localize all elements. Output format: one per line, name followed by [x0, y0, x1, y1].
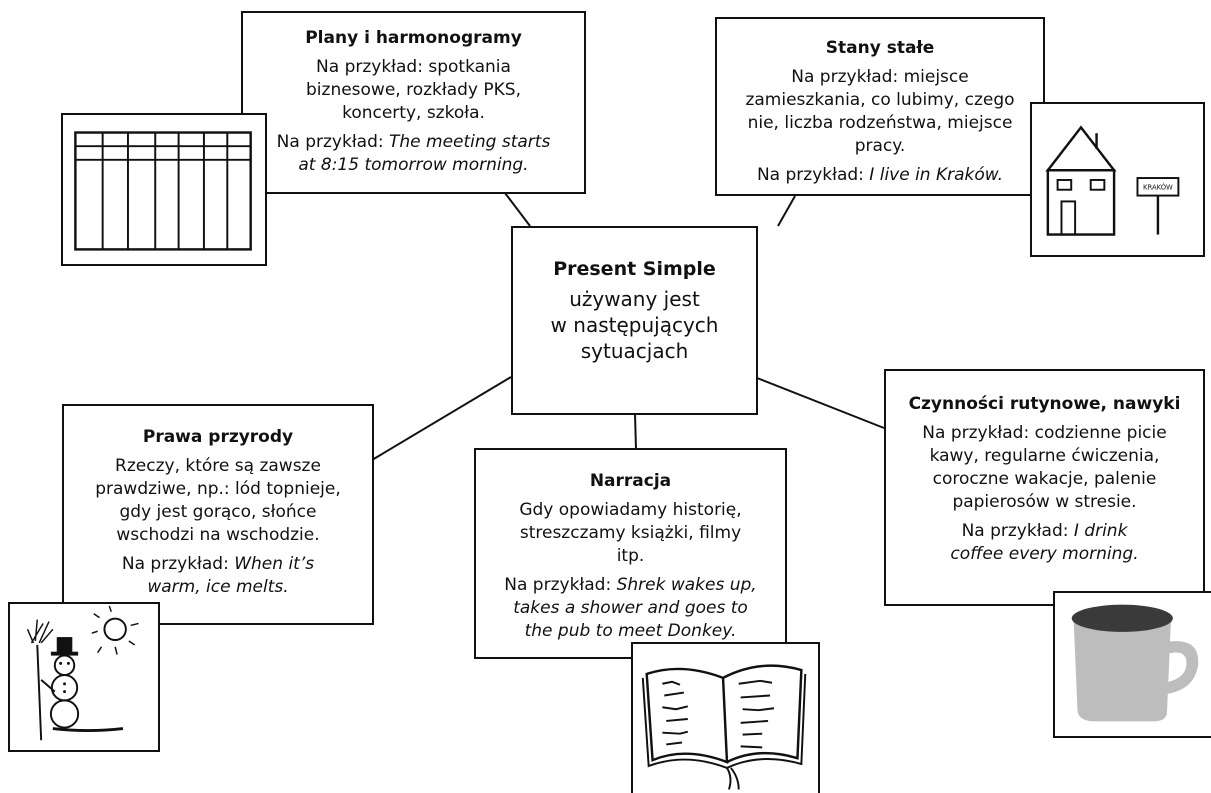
center-line-1: używany jest [569, 287, 700, 311]
narracja-body: Gdy opowiadamy historię, streszczamy ksi… [519, 500, 742, 566]
stany-title: Stany stałe [825, 38, 935, 58]
mug-icon [1071, 604, 1199, 722]
narracja-title: Narracja [589, 471, 672, 491]
plany-box: Plany i harmonogramy Na przykład: spotka… [241, 11, 586, 194]
stany-body: Na przykład: miejsce zamieszkania, co lu… [745, 67, 1015, 156]
prawa-body: Rzeczy, które są zawsze prawdziwe, np.: … [95, 456, 341, 545]
center-line-3: sytuacjach [580, 339, 689, 363]
plany-example: The meeting starts at 8:15 tomorrow morn… [298, 132, 551, 175]
snowman-icon [26, 605, 139, 741]
narracja-example-prefix: Na przykład: [504, 575, 617, 595]
connector-stany [777, 195, 796, 227]
center-box: Present Simple używany jest w następując… [511, 226, 758, 415]
czynnosci-example-prefix: Na przykład: [961, 521, 1074, 541]
prawa-title: Prawa przyrody [142, 427, 294, 447]
timetable-picture [61, 113, 267, 266]
narracja-box: Narracja Gdy opowiadamy historię, stresz… [474, 448, 787, 659]
book-icon [641, 664, 807, 790]
plany-title: Plany i harmonogramy [305, 28, 522, 48]
stany-example: I live in Kraków. [869, 165, 1004, 185]
house-icon: KRAKÓW [1045, 125, 1180, 236]
connector-narracja [634, 413, 637, 450]
snowman-picture [8, 602, 160, 752]
timetable-icon [74, 131, 252, 251]
center-title: Present Simple [553, 258, 716, 280]
stany-box: Stany stałe Na przykład: miejsce zamiesz… [715, 17, 1045, 196]
plany-example-prefix: Na przykład: [276, 132, 389, 152]
center-line-2: w następujących [550, 313, 719, 337]
house-picture: KRAKÓW [1030, 102, 1205, 257]
plany-example-line: Na przykład: The meeting starts at 8:15 … [249, 131, 578, 177]
czynnosci-body: Na przykład: codzienne picie kawy, regul… [922, 423, 1167, 512]
connector-prawa [371, 376, 512, 461]
czynnosci-title: Czynności rutynowe, nawyki [908, 394, 1181, 414]
connector-plany [504, 192, 531, 227]
stany-example-line: Na przykład: I live in Kraków. [723, 164, 1037, 187]
mug-picture [1053, 591, 1211, 738]
czynnosci-box: Czynności rutynowe, nawyki Na przykład: … [884, 369, 1205, 606]
narracja-example-line: Na przykład: Shrek wakes up, takes a sho… [482, 574, 779, 643]
czynnosci-example: I drink coffee every morning. [950, 521, 1139, 564]
prawa-example: When it’s warm, ice melts. [147, 554, 315, 597]
czynnosci-example-line: Na przykład: I drink coffee every mornin… [892, 520, 1197, 566]
connector-czynnosci [756, 377, 885, 429]
plany-body: Na przykład: spotkania biznesowe, rozkła… [306, 57, 521, 123]
narracja-example: Shrek wakes up, takes a shower and goes … [513, 575, 757, 641]
prawa-example-line: Na przykład: When it’s warm, ice melts. [70, 553, 366, 599]
prawa-box: Prawa przyrody Rzeczy, które są zawsze p… [62, 404, 374, 625]
book-picture [631, 642, 820, 793]
stany-example-prefix: Na przykład: [756, 165, 870, 185]
house-sign-label: KRAKÓW [1143, 183, 1173, 192]
prawa-example-prefix: Na przykład: [121, 554, 235, 574]
